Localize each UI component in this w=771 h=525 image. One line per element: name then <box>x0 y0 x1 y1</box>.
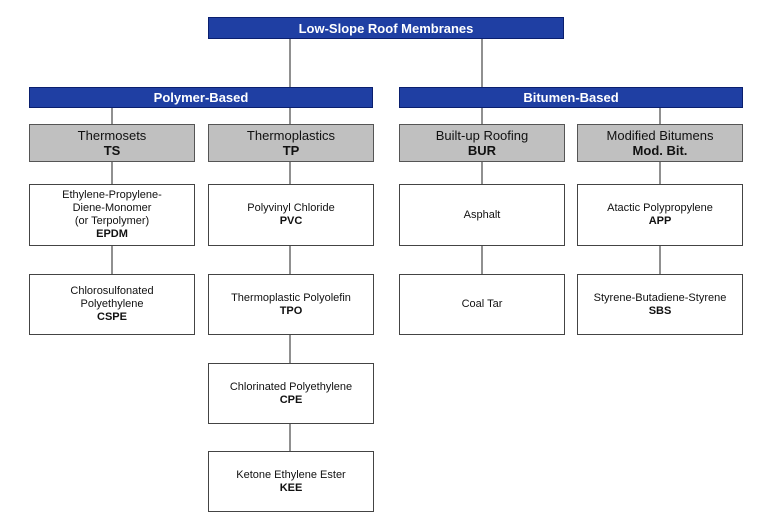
category-code: TP <box>282 143 300 158</box>
item-cpe: Chlorinated Polyethylene CPE <box>208 363 374 424</box>
item-sbs: Styrene-Butadiene-Styrene SBS <box>577 274 743 335</box>
item-code: SBS <box>648 304 672 317</box>
item-epdm: Ethylene-Propylene- Diene-Monomer (or Te… <box>29 184 195 246</box>
group-title: Polymer-Based <box>153 90 249 105</box>
item-name-line: Chlorosulfonated <box>70 285 154 297</box>
root-title: Low-Slope Roof Membranes <box>298 20 474 36</box>
category-name: Built-up Roofing <box>435 128 529 143</box>
category-code: BUR <box>467 143 497 158</box>
item-code: PVC <box>279 215 303 227</box>
item-code: CPE <box>279 393 303 406</box>
category-modified-bitumens: Modified Bitumens Mod. Bit. <box>577 124 743 162</box>
item-asphalt: Asphalt <box>399 184 565 246</box>
item-name-line: Coal Tar <box>461 298 503 310</box>
item-name-line: Atactic Polypropylene <box>607 202 713 214</box>
item-pvc: Polyvinyl Chloride PVC <box>208 184 374 246</box>
root-node: Low-Slope Roof Membranes <box>208 17 564 39</box>
item-name-line: Polyvinyl Chloride <box>247 202 335 214</box>
item-name-line: Styrene-Butadiene-Styrene <box>593 291 727 304</box>
item-name-line: Polyethylene <box>80 298 144 310</box>
category-code: Mod. Bit. <box>632 143 688 158</box>
item-name-line: Ketone Ethylene Ester <box>236 468 346 481</box>
category-thermoplastics: Thermoplastics TP <box>208 124 374 162</box>
item-name-line: (or Terpolymer) <box>74 215 150 227</box>
item-tpo: Thermoplastic Polyolefin TPO <box>208 274 374 335</box>
item-code: KEE <box>279 481 303 494</box>
item-code: CSPE <box>97 311 127 323</box>
item-code: APP <box>648 215 672 227</box>
item-kee: Ketone Ethylene Ester KEE <box>208 451 374 512</box>
item-name-line: Ethylene-Propylene- <box>62 189 162 201</box>
item-name-line: Asphalt <box>463 208 501 221</box>
group-header-bitumen: Bitumen-Based <box>399 87 743 108</box>
category-built-up-roofing: Built-up Roofing BUR <box>399 124 565 162</box>
item-coal-tar: Coal Tar <box>399 274 565 335</box>
item-name-line: Chlorinated Polyethylene <box>229 380 353 393</box>
category-code: TS <box>103 143 121 158</box>
category-name: Thermoplastics <box>246 128 336 143</box>
item-cspe: Chlorosulfonated Polyethylene CSPE <box>29 274 195 335</box>
item-app: Atactic Polypropylene APP <box>577 184 743 246</box>
item-name-line: Diene-Monomer <box>72 202 152 214</box>
group-header-polymer: Polymer-Based <box>29 87 373 108</box>
group-title: Bitumen-Based <box>523 90 619 105</box>
item-code: TPO <box>279 304 303 317</box>
item-name-line: Thermoplastic Polyolefin <box>231 291 351 304</box>
category-thermosets: Thermosets TS <box>29 124 195 162</box>
item-code: EPDM <box>96 228 128 240</box>
category-name: Thermosets <box>77 128 147 143</box>
category-name: Modified Bitumens <box>606 128 714 143</box>
